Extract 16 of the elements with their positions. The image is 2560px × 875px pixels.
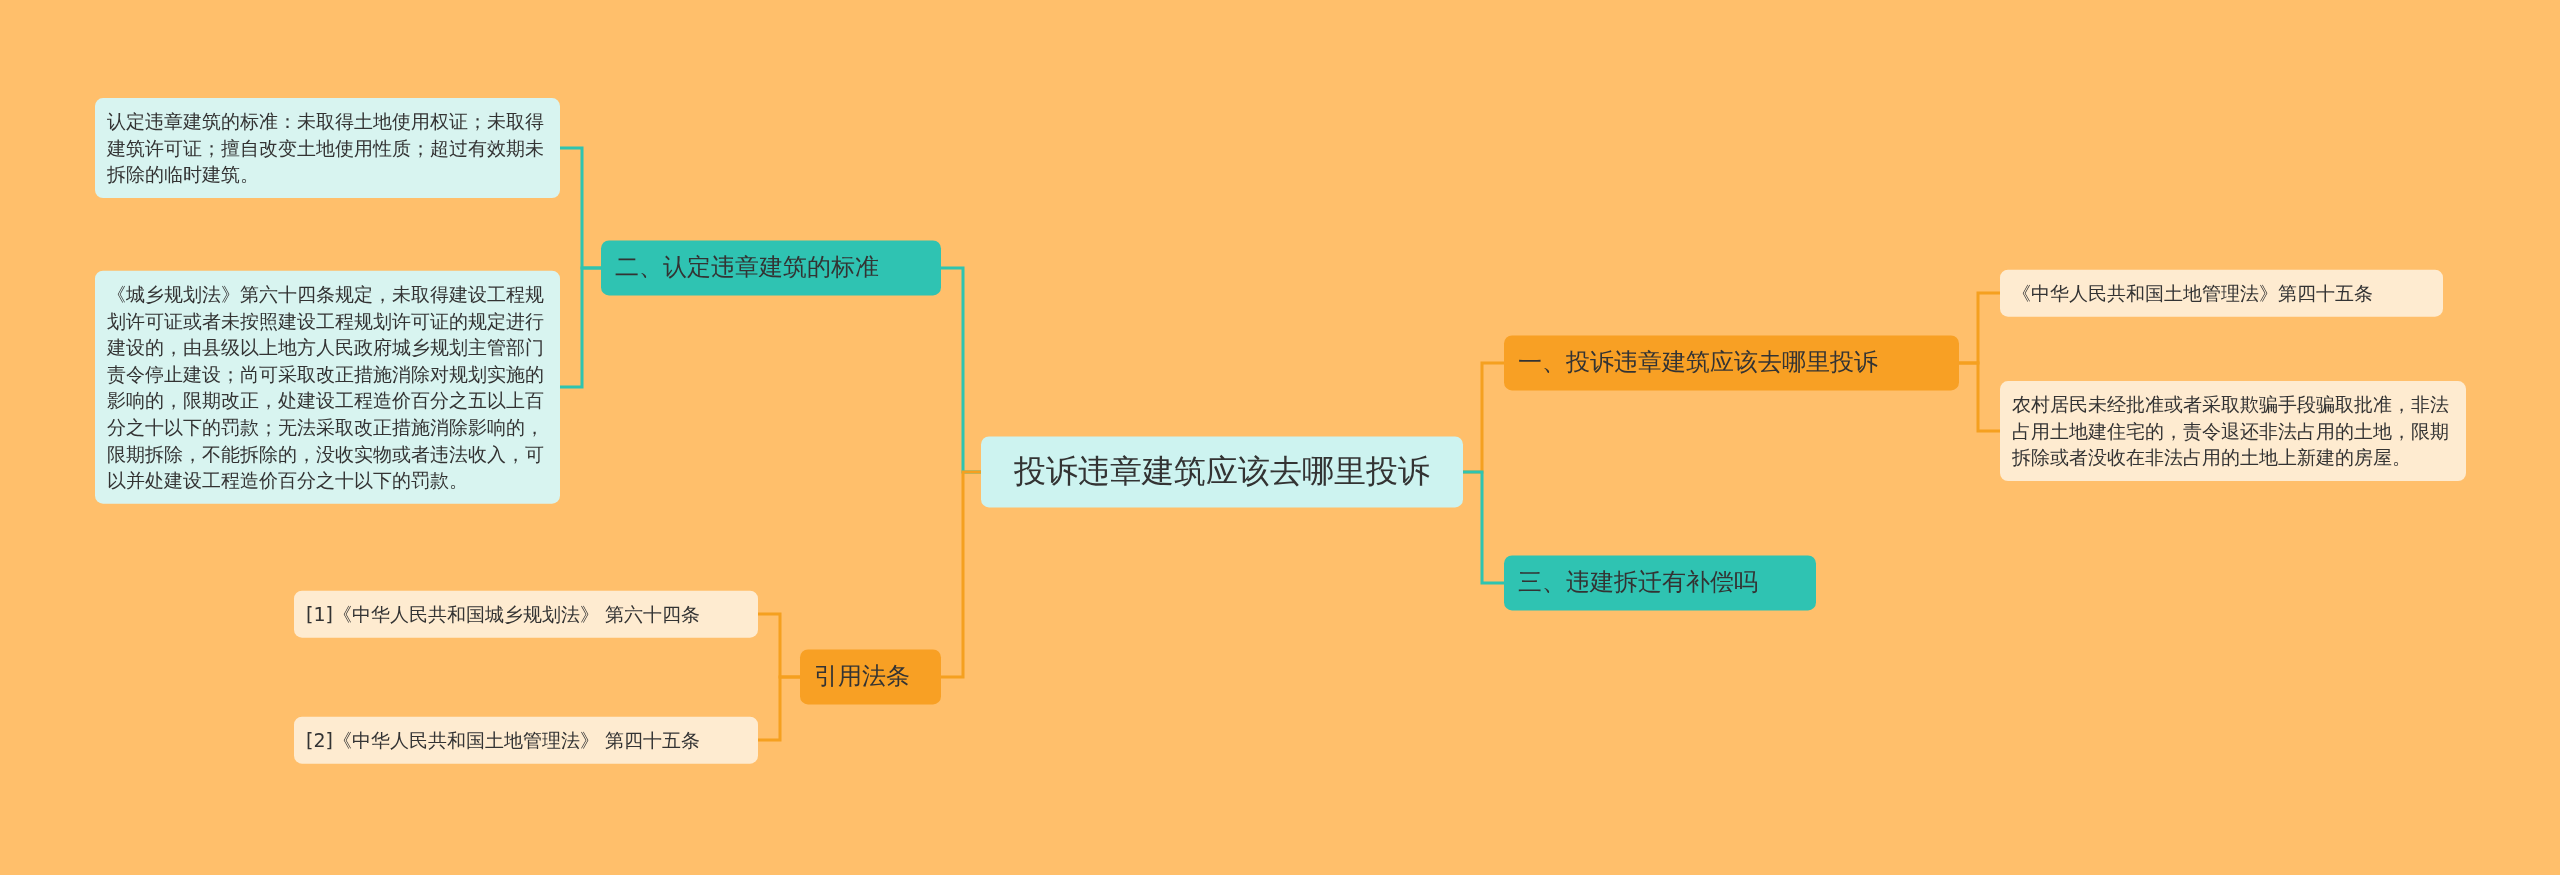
connector-line bbox=[560, 266, 601, 389]
connector-line bbox=[1959, 361, 2000, 433]
detail-note-box: 认定违章建筑的标准：未取得土地使用权证；未取得建筑许可证；擅自改变土地使用性质；超过有效期未拆除的临时建筑。 bbox=[95, 98, 560, 198]
branch-topic-box: 一、投诉违章建筑应该去哪里投诉 bbox=[1504, 335, 1959, 391]
detail-note-box: [2]《中华人民共和国土地管理法》 第四十五条 bbox=[294, 716, 758, 764]
branch-topic-box: 三、违建拆迁有补偿吗 bbox=[1504, 555, 1816, 611]
branch-topic-box: 二、认定违章建筑的标准 bbox=[601, 240, 941, 296]
connector-line bbox=[758, 675, 800, 742]
connector-line bbox=[941, 470, 981, 679]
connector-line bbox=[1463, 470, 1504, 585]
detail-note-box: [1]《中华人民共和国城乡规划法》 第六十四条 bbox=[294, 590, 758, 638]
detail-note-box: 农村居民未经批准或者采取欺骗手段骗取批准，非法占用土地建住宅的，责令退还非法占用的土地，限期拆除或者没收在非法占用的土地上新建的房屋。 bbox=[2000, 381, 2466, 481]
branch-topic-box: 引用法条 bbox=[800, 649, 941, 705]
central-topic-box: 投诉违章建筑应该去哪里投诉 bbox=[981, 436, 1463, 508]
detail-note-box: 《中华人民共和国土地管理法》第四十五条 bbox=[2000, 269, 2443, 317]
detail-note-box: 《城乡规划法》第六十四条规定，未取得建设工程规划许可证或者未按照建设工程规划许可证的规定进行建设的，由县级以上地方人民政府城乡规划主管部门责令停止建设；尚可采取改正措施消除对规划实施的影响的，限期改正，处建设工程造价百分之五以上百分之十以下的罚款；无法采取改正措施消除影响的，限期拆除，不能拆除的，没收实物或者违法收入，可以并处建设工程造价百分之十以下的罚款。 bbox=[95, 270, 560, 504]
